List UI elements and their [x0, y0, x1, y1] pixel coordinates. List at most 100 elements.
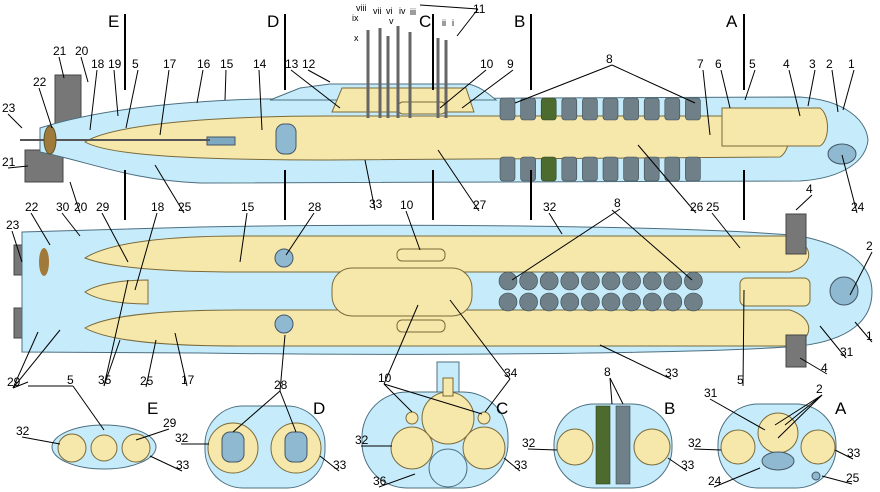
- leader-line: [113, 69, 119, 117]
- section-letter-bottom: B: [664, 399, 675, 418]
- leader-line: [795, 194, 813, 211]
- leader-line: [21, 436, 61, 445]
- leader-line: [12, 381, 29, 389]
- callout-10: 10: [480, 57, 494, 71]
- section-letter-bottom: E: [147, 399, 158, 418]
- missile-tube: [582, 156, 598, 182]
- callout-29: 29: [7, 375, 21, 389]
- leader-line: [258, 69, 263, 131]
- leader-line: [134, 212, 158, 291]
- leader-line: [149, 455, 183, 472]
- callout-5: 5: [749, 57, 756, 71]
- pressure-hull-starboard: [83, 309, 810, 347]
- callout-31: 31: [840, 345, 854, 359]
- leader-line: [290, 69, 341, 109]
- leader-line: [383, 304, 419, 385]
- missile-tube: [519, 271, 538, 291]
- mast-label: x: [354, 33, 359, 43]
- leader-line: [611, 209, 693, 281]
- leader-line: [807, 69, 816, 107]
- leader-line: [437, 149, 480, 212]
- callout-33: 33: [333, 458, 347, 472]
- leader-line: [609, 377, 613, 405]
- callout-33: 33: [665, 366, 679, 380]
- leader-line: [174, 332, 188, 387]
- missile-tube: [581, 271, 600, 291]
- mast-label: vi: [386, 6, 393, 16]
- missile-tubes-side-upper: [499, 97, 701, 121]
- missile-tube: [498, 292, 518, 312]
- leader-line: [101, 212, 129, 263]
- rudder-upper: [54, 74, 82, 126]
- leader-line: [777, 394, 823, 439]
- mast-label: ii: [442, 18, 446, 28]
- leader-line: [548, 212, 563, 235]
- leader-line: [693, 448, 722, 451]
- leader-line: [788, 69, 801, 117]
- callout-4: 4: [821, 361, 828, 375]
- callout-4: 4: [806, 182, 813, 196]
- callout-20: 20: [75, 44, 89, 58]
- escape-capsule-2: [274, 314, 294, 334]
- missile-tube: [663, 292, 683, 312]
- callout-16: 16: [197, 57, 211, 71]
- leader-line: [819, 325, 847, 359]
- callout-28: 28: [274, 378, 288, 392]
- callout-24: 24: [708, 474, 722, 488]
- leader-line: [364, 159, 376, 211]
- callout-24: 24: [851, 200, 865, 214]
- missile-tubes-plan: [498, 271, 703, 312]
- missile-tube: [663, 271, 683, 291]
- sonar-plan: [829, 276, 859, 306]
- leader-line: [611, 64, 696, 104]
- leader-line: [405, 210, 421, 251]
- missile-tube: [499, 156, 516, 182]
- callout-2: 2: [866, 239, 873, 253]
- callout-33: 33: [514, 458, 528, 472]
- leader-line: [383, 383, 413, 413]
- leader-line: [145, 339, 157, 388]
- missile-tube: [540, 156, 557, 182]
- leader-line: [58, 56, 65, 79]
- leader-line: [511, 208, 621, 281]
- hatch-plan-2: [396, 319, 446, 333]
- mast-label: i: [452, 18, 454, 28]
- bow-compartment-side: [721, 107, 828, 147]
- callout-15: 15: [220, 57, 234, 71]
- callout-21: 21: [2, 155, 16, 169]
- aft-module-plan: [84, 279, 149, 305]
- leader-line: [103, 339, 121, 387]
- leader-line: [667, 457, 688, 472]
- missile-tube: [643, 97, 660, 121]
- callout-5: 5: [737, 373, 744, 387]
- missile-tube: [623, 156, 639, 182]
- section-letter-bottom: C: [496, 399, 508, 418]
- cross-section-e: [51, 424, 157, 470]
- callout-32: 32: [16, 424, 30, 438]
- missile-tube: [601, 292, 621, 312]
- callout-17: 17: [163, 57, 177, 71]
- missile-tube: [499, 97, 516, 121]
- leader-line: [80, 56, 89, 83]
- callout-32: 32: [355, 433, 369, 447]
- callout-8: 8: [614, 196, 621, 210]
- missile-tubes-side-lower: [499, 156, 701, 182]
- callout-21: 21: [53, 44, 67, 58]
- leader-line: [61, 212, 81, 237]
- callout-20: 20: [74, 200, 88, 214]
- missile-tube: [540, 97, 557, 121]
- missile-tube: [539, 292, 559, 312]
- sonar-dome-side: [827, 143, 857, 165]
- leader-line: [744, 69, 756, 101]
- leader-line: [72, 385, 105, 431]
- callout-17: 17: [181, 373, 195, 387]
- bow-plane-2: [785, 334, 807, 368]
- callout-22: 22: [25, 200, 39, 214]
- leader-line: [599, 344, 672, 380]
- callout-6: 6: [715, 57, 722, 71]
- callout-32: 32: [543, 200, 557, 214]
- leader-line: [711, 212, 741, 249]
